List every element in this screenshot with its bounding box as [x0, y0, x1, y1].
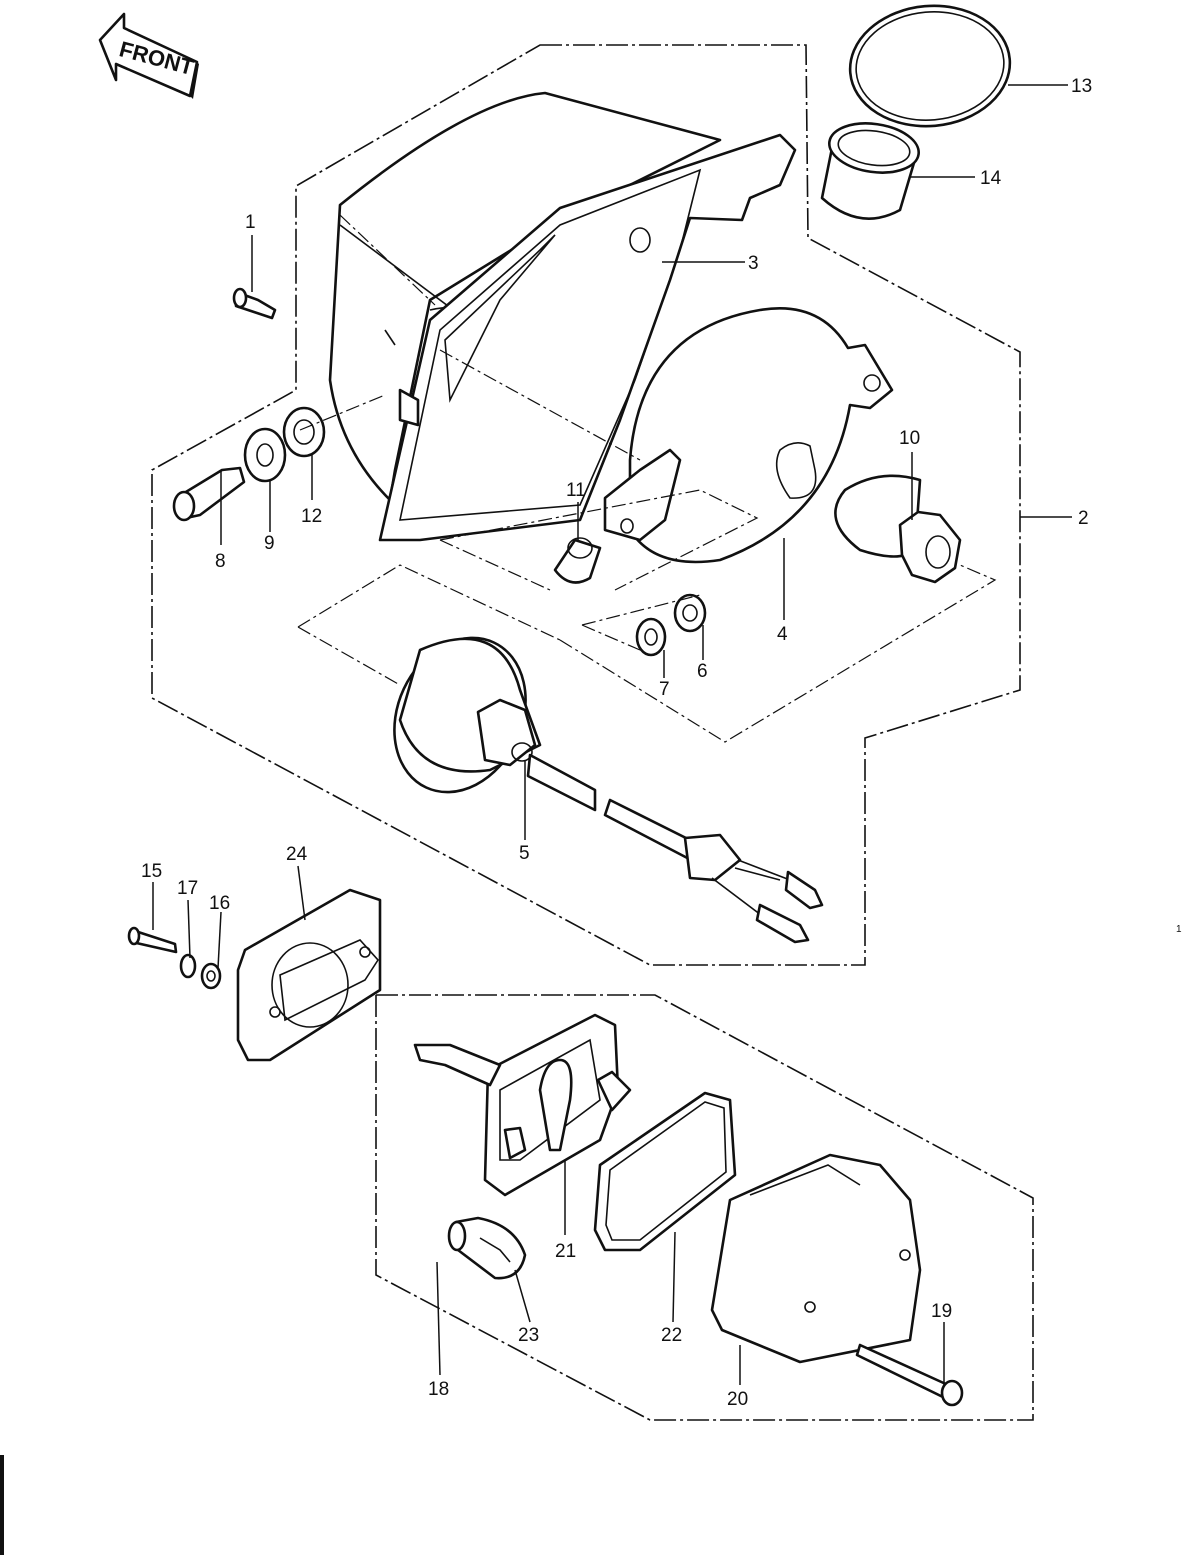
callout-6: 6	[697, 661, 708, 682]
grommet-part	[553, 537, 602, 584]
cover-cup-part	[820, 122, 920, 220]
lens-screw-part	[855, 1343, 964, 1407]
callout-21: 21	[555, 1241, 576, 1262]
taillight-base-part	[413, 1013, 632, 1197]
callout-labels: 1 2 3 4 5 6 7 8 9 10 11 12 13 14 15 16 1…	[141, 76, 1092, 1410]
sealing-ring-part	[848, 4, 1012, 128]
margin-mark: 1	[1176, 924, 1182, 935]
callout-10: 10	[899, 428, 920, 449]
taillight-lens-part	[710, 1153, 922, 1364]
leader-lines	[152, 84, 1072, 1385]
callout-19: 19	[931, 1301, 952, 1322]
headlight-bulb-part	[834, 474, 962, 584]
alignment-lines	[297, 214, 997, 743]
mounting-plate-part	[236, 888, 382, 1062]
callout-1: 1	[245, 212, 256, 233]
callout-16: 16	[209, 893, 230, 914]
wire-harness-part	[603, 798, 824, 944]
callout-20: 20	[727, 1389, 748, 1410]
callout-18: 18	[428, 1379, 449, 1400]
callout-11: 11	[566, 480, 586, 501]
callout-9: 9	[264, 533, 275, 554]
callout-15: 15	[141, 861, 162, 882]
washer-7-part	[635, 617, 667, 657]
headlight-bracket-part	[378, 133, 797, 542]
headlight-rim-part	[603, 306, 894, 564]
callout-23: 23	[518, 1325, 539, 1346]
plain-washer-part	[200, 962, 222, 990]
callout-13: 13	[1071, 76, 1092, 97]
callout-12: 12	[301, 506, 322, 527]
callout-24: 24	[286, 844, 308, 865]
taillight-assembly-outline	[375, 994, 1034, 1421]
screw-15-part	[127, 926, 178, 954]
callout-22: 22	[661, 1325, 682, 1346]
callout-8: 8	[215, 551, 226, 572]
callout-17: 17	[177, 878, 198, 899]
spacer-part	[243, 427, 287, 483]
lens-gasket-part	[593, 1091, 737, 1252]
pivot-bolt-part	[172, 466, 246, 522]
front-arrow: FRONT	[98, 12, 199, 99]
callout-14: 14	[980, 168, 1002, 189]
nut-6-part	[673, 593, 707, 633]
collar-part	[282, 406, 326, 458]
taillight-bulb-part	[447, 1216, 527, 1280]
callout-3: 3	[748, 253, 759, 274]
sealed-beam-unit-part	[393, 636, 597, 812]
callout-2: 2	[1078, 508, 1089, 529]
callout-4: 4	[777, 624, 788, 645]
screw-1-part	[232, 287, 277, 320]
callout-7: 7	[659, 679, 670, 700]
left-edge-bar	[0, 1455, 4, 1555]
lock-washer-part	[179, 953, 197, 979]
headlight-assembly-outline	[151, 44, 1021, 966]
callout-5: 5	[519, 843, 530, 864]
